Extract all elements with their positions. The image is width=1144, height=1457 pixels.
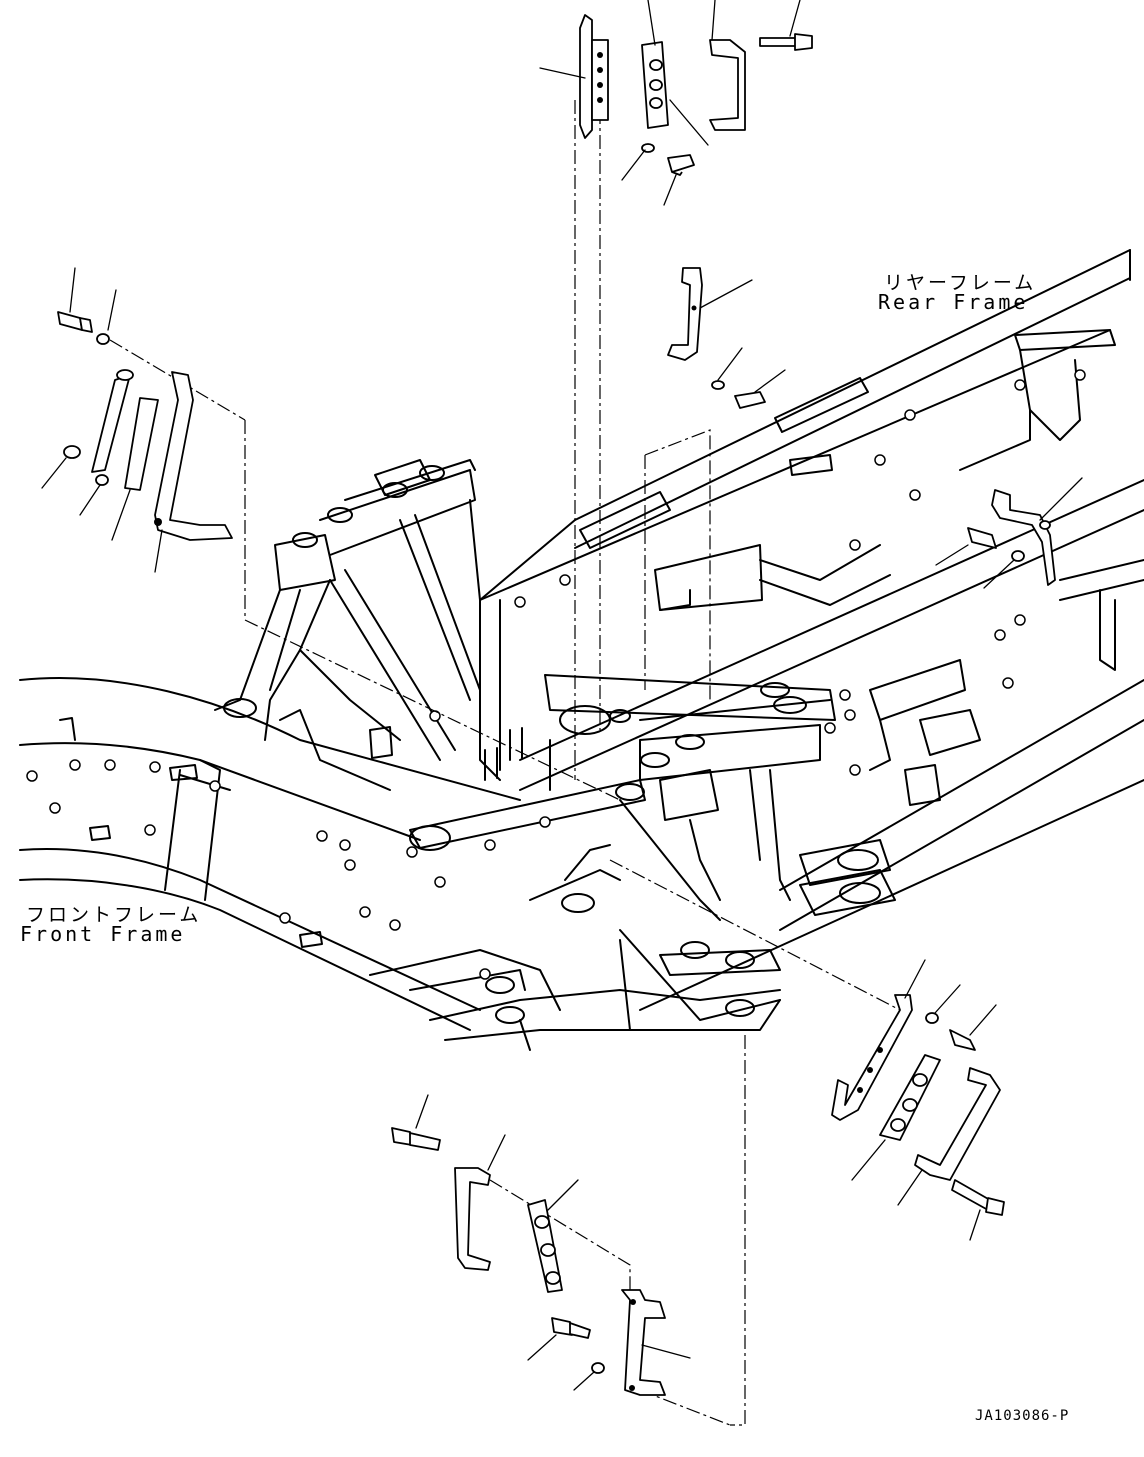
rear-frame-holes bbox=[514, 369, 1086, 776]
top-clamp-assembly bbox=[539, 0, 813, 206]
drawing-code: JA103086-P bbox=[975, 1408, 1070, 1424]
lower-right-clamp-assembly bbox=[831, 959, 1005, 1241]
center-hinge bbox=[409, 519, 836, 1051]
leader-lines bbox=[109, 100, 901, 1426]
front-frame bbox=[19, 459, 781, 1041]
right-bracket-assembly bbox=[935, 477, 1083, 589]
rear-frame bbox=[479, 249, 1144, 1011]
bottom-clamp-assembly bbox=[391, 1094, 691, 1396]
rear-frame-label-en: Rear Frame bbox=[878, 290, 1029, 314]
front-frame-holes bbox=[26, 710, 551, 980]
rear-frame-label-ja: リヤーフレーム bbox=[884, 272, 1037, 294]
left-stay-assembly bbox=[41, 267, 233, 573]
center-bracket-assembly bbox=[667, 267, 786, 409]
front-frame-label-ja: フロントフレーム bbox=[26, 904, 202, 926]
front-frame-label-en: Front Frame bbox=[20, 922, 186, 946]
